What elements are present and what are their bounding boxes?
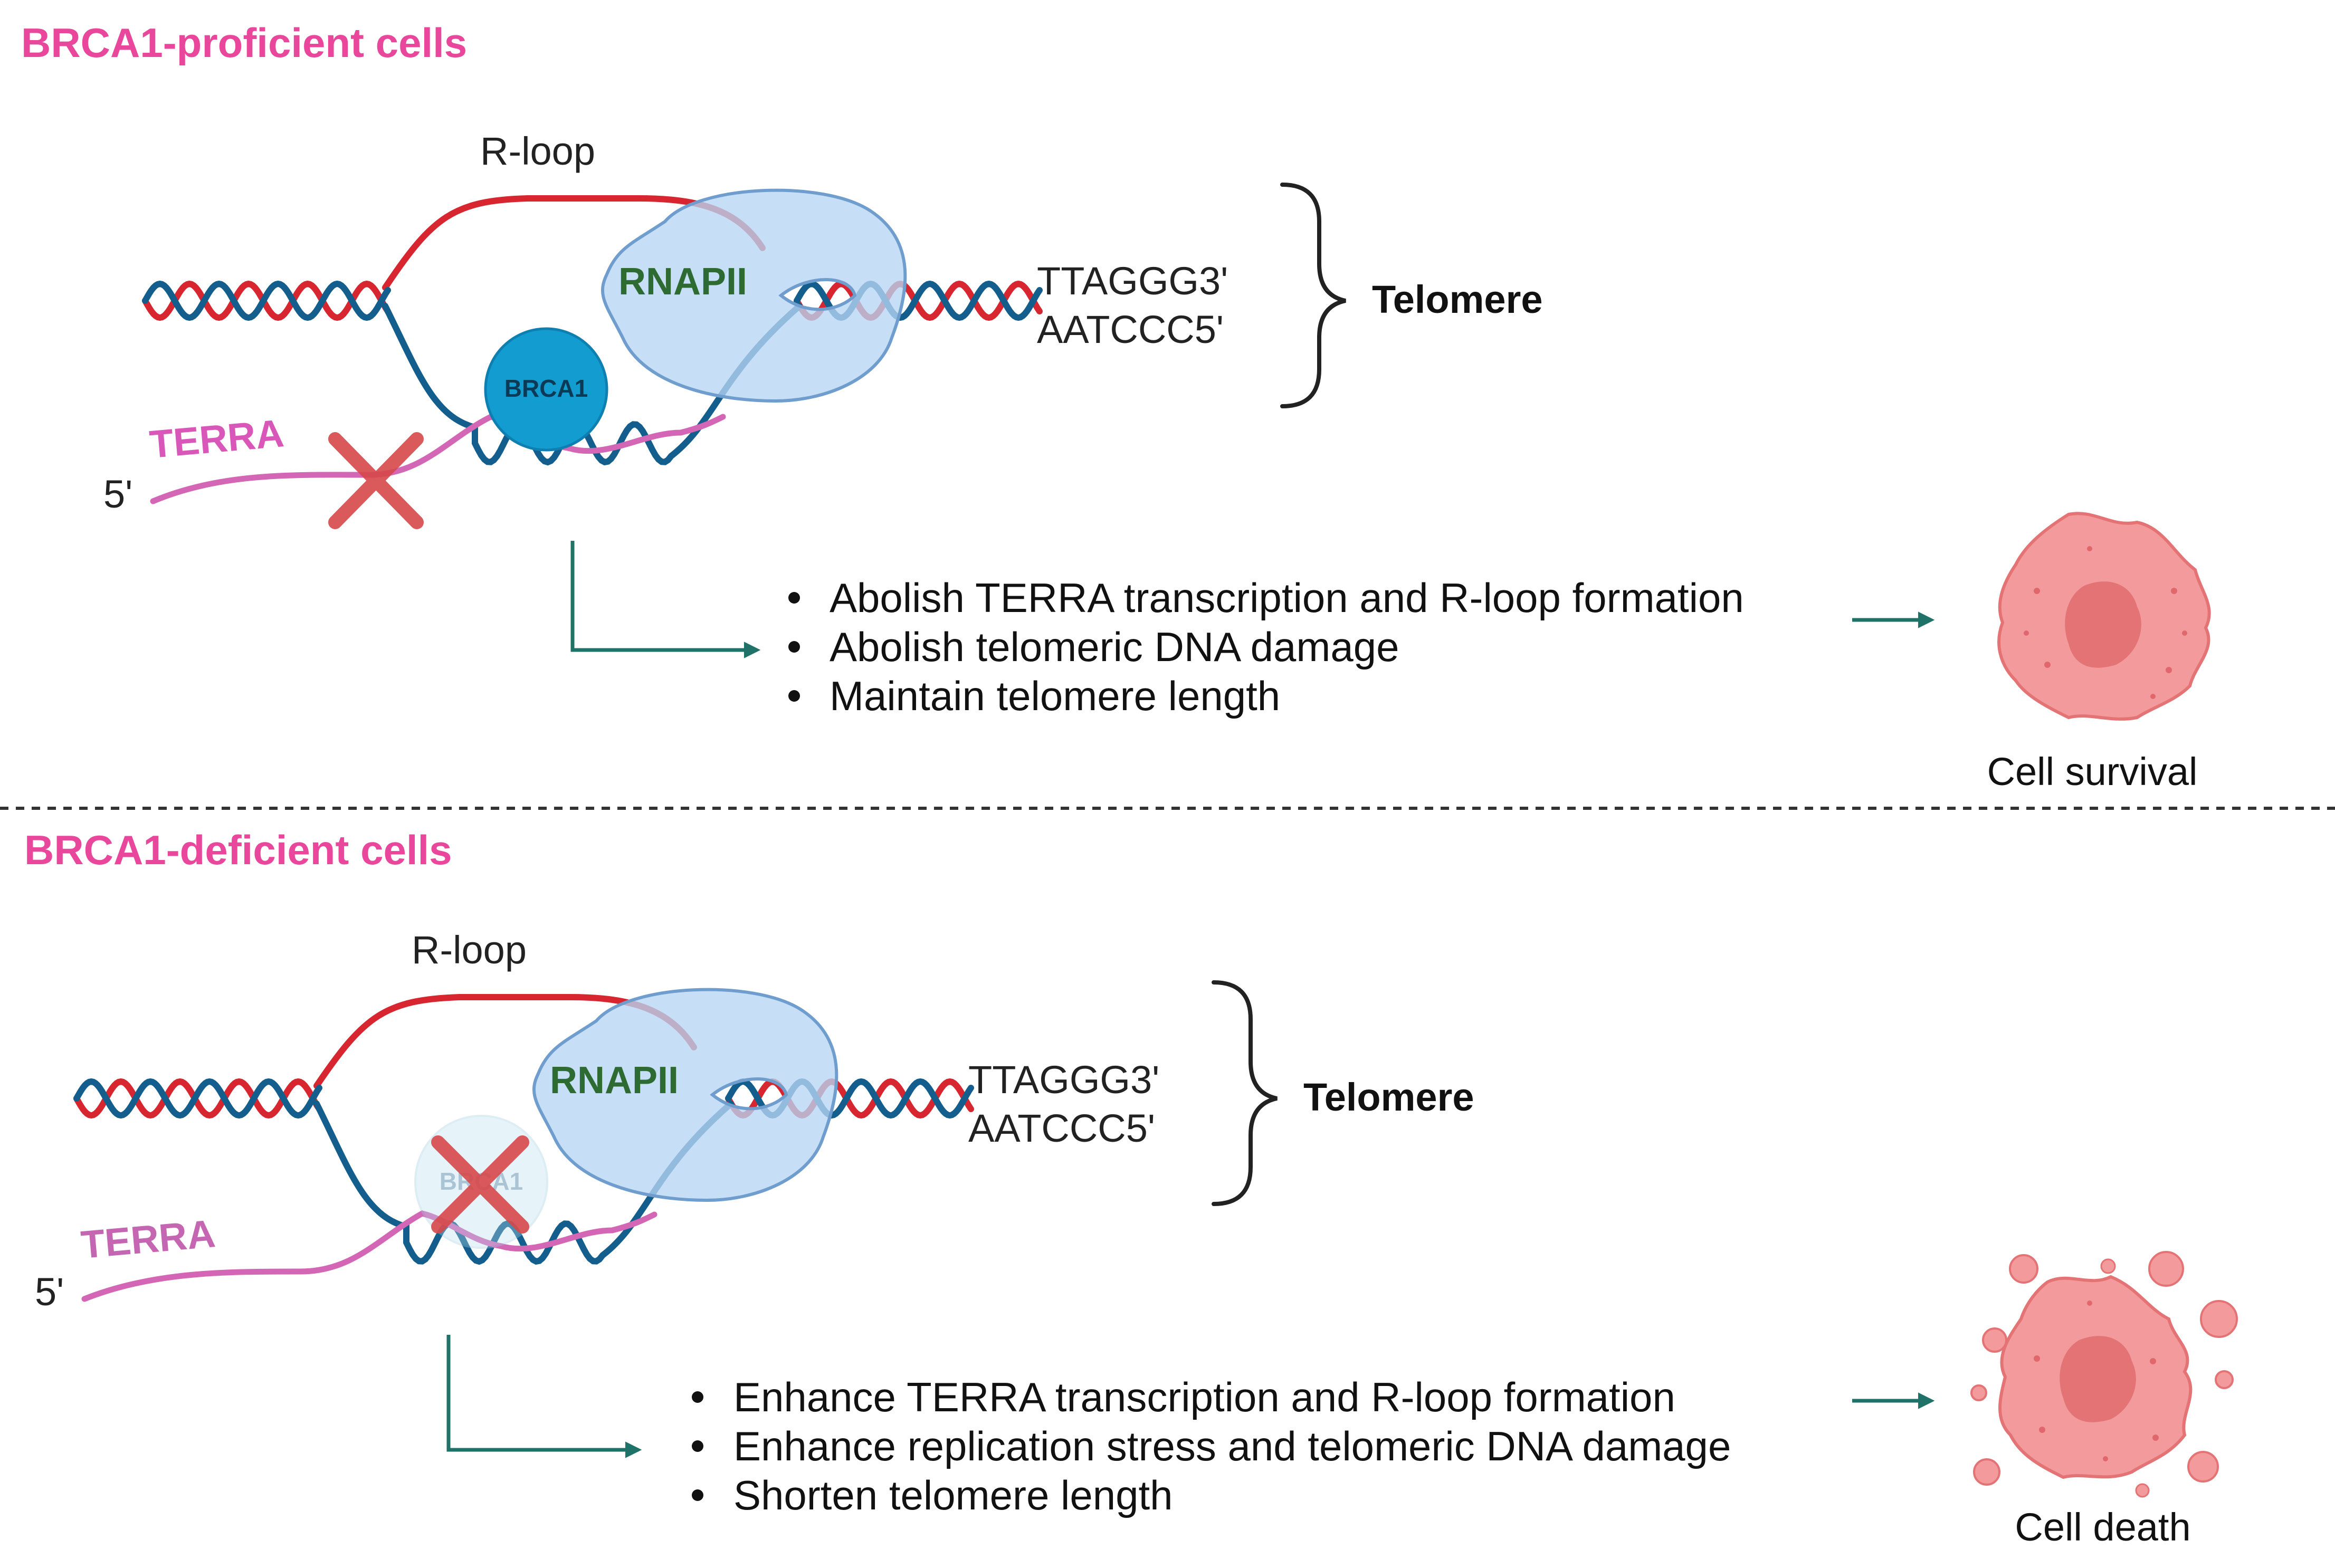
consequence-item: Shorten telomere length: [733, 1472, 1173, 1518]
rnapii-enzyme-icon: [532, 988, 838, 1202]
dna-strand-top: [725, 1078, 974, 1119]
consequence-list: Enhance TERRA transcription and R-loop f…: [692, 1374, 1731, 1518]
sequence-bottom-strand: AATCCC5': [968, 1106, 1155, 1150]
terra-rna: [81, 1210, 657, 1302]
consequence-item: Maintain telomere length: [830, 673, 1280, 719]
dying-cell-icon: [1970, 1251, 2238, 1498]
panel-brca1-proficient: BRCA1-proficient cells R-loop TERRA 5' R…: [21, 20, 2211, 793]
sequence-top-strand: TTAGGG3': [968, 1058, 1159, 1102]
bullet-dot: [692, 1440, 703, 1452]
five-prime-label: 5': [103, 472, 132, 516]
dna-strand-top: [142, 280, 391, 321]
dna-strand-bottom: [142, 280, 391, 321]
rnapii-enzyme-icon: [601, 188, 907, 403]
sequence-top-strand: TTAGGG3': [1037, 259, 1228, 303]
bullet-dot: [788, 641, 800, 653]
cross-icon: [431, 1135, 529, 1234]
consequence-item: Abolish TERRA transcription and R-loop f…: [830, 575, 1744, 621]
terra-label: TERRA: [148, 411, 285, 466]
r-loop-label: R-loop: [480, 129, 595, 173]
bullet-dot: [788, 592, 800, 604]
consequence-item: Enhance replication stress and telomeric…: [733, 1423, 1731, 1469]
consequence-item: Abolish telomeric DNA damage: [830, 624, 1399, 670]
consequence-list: Abolish TERRA transcription and R-loop f…: [788, 575, 1744, 719]
panel-brca1-deficient: BRCA1-deficient cells R-loop TERRA 5' RN…: [24, 827, 2238, 1549]
brace-icon: [1280, 183, 1346, 408]
outcome-label: Cell survival: [1987, 750, 2198, 793]
sequence-bottom-strand: AATCCC5': [1037, 308, 1224, 351]
r-loop-label: R-loop: [412, 928, 527, 972]
bullet-dot: [788, 690, 800, 702]
dna-strand-bottom: [73, 1078, 322, 1119]
dna-strand-top: [73, 1078, 322, 1119]
panel-title: BRCA1-deficient cells: [24, 827, 452, 873]
cross-icon: [328, 432, 424, 529]
terra-label: TERRA: [79, 1211, 217, 1267]
brca1-protein-icon: [484, 327, 608, 452]
panel-title: BRCA1-proficient cells: [21, 20, 467, 66]
telomere-label: Telomere: [1303, 1075, 1474, 1119]
elbow-arrow: [446, 1335, 642, 1458]
five-prime-label: 5': [35, 1270, 64, 1314]
dna-strand-top: [794, 280, 1043, 321]
intact-cell-icon: [1997, 512, 2211, 721]
bullet-dot: [692, 1391, 703, 1403]
elbow-arrow: [570, 541, 761, 658]
outcome-label: Cell death: [2015, 1505, 2190, 1549]
rnapii-label: RNAPII: [618, 261, 747, 303]
brace-icon: [1212, 980, 1278, 1206]
rnapii-label: RNAPII: [550, 1059, 679, 1102]
consequence-item: Enhance TERRA transcription and R-loop f…: [733, 1374, 1675, 1420]
brca1-label: BRCA1: [504, 375, 588, 402]
bullet-dot: [692, 1489, 703, 1501]
template-strand-loop: [313, 1101, 734, 1265]
telomere-label: Telomere: [1372, 278, 1543, 321]
